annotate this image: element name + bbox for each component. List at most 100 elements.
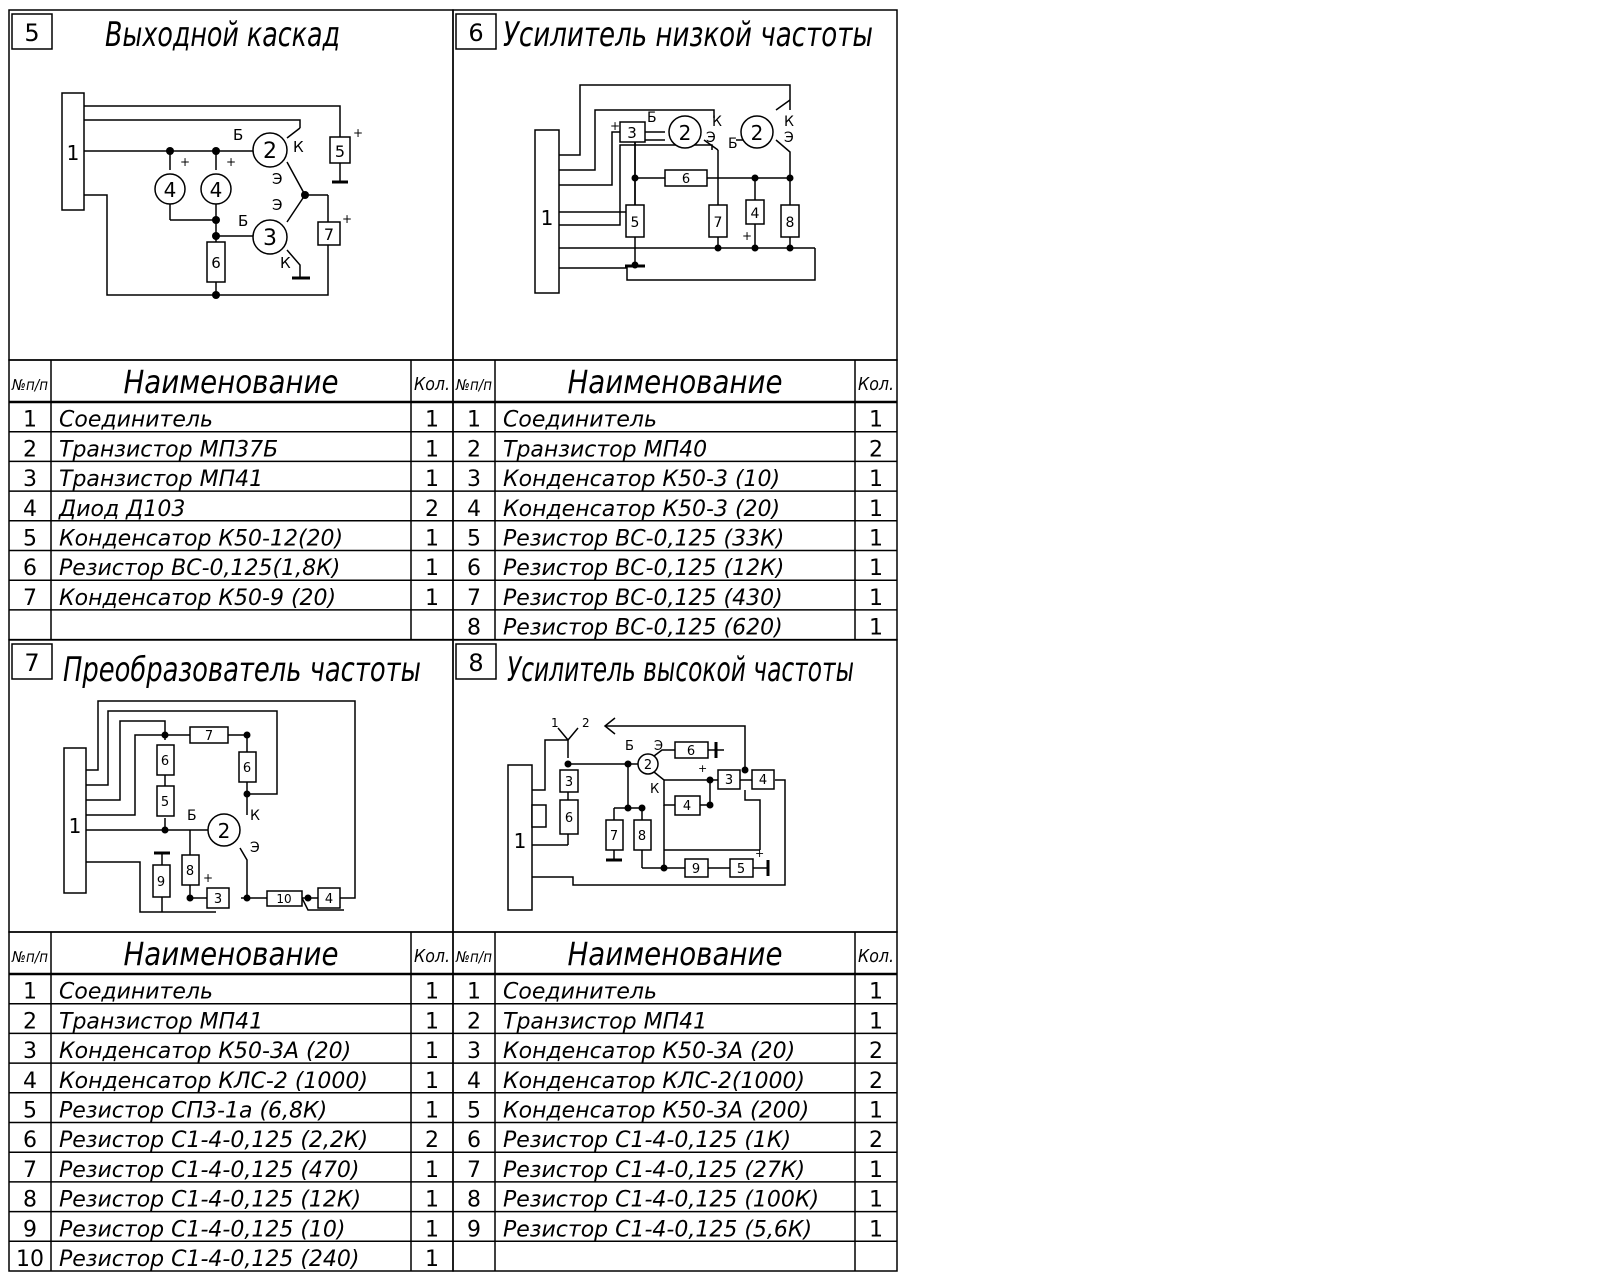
cap-7-label: 7 — [324, 225, 334, 244]
header-name: Наименование — [124, 935, 339, 973]
row-number: 8 — [23, 1188, 37, 1213]
resistor-8-label: 8 — [786, 215, 795, 231]
plus-sign: + — [226, 155, 236, 169]
panel-7-number-box — [11, 643, 53, 680]
resistor-8-label: 8 — [186, 864, 194, 879]
row-name: Резистор С1-4-0,125 (12К) — [59, 1188, 361, 1213]
header-name: Наименование — [568, 935, 783, 973]
panel-8-number: 8 — [468, 649, 483, 677]
row-qty: 1 — [425, 1217, 439, 1242]
row-name: Диод Д103 — [58, 497, 185, 522]
row-qty: 1 — [425, 408, 439, 433]
pin-label: Э — [654, 739, 663, 754]
row-qty: 1 — [425, 1009, 439, 1034]
row-qty: 1 — [869, 408, 883, 433]
pin-label: Б — [728, 136, 738, 152]
row-number: 9 — [23, 1217, 37, 1242]
connector-1-label: 1 — [541, 206, 554, 230]
panel-5-title: Выходной каскад — [105, 15, 340, 55]
panel-6-title: Усилитель низкой частоты — [503, 15, 873, 55]
resistor-6b-label: 6 — [687, 744, 695, 759]
cap-5-label: 5 — [737, 862, 745, 877]
row-name: Резистор С1-4-0,125 (5,6К) — [503, 1217, 812, 1242]
row-name: Резистор ВС-0,125 (620) — [503, 616, 783, 641]
junction-dots — [161, 731, 312, 902]
cap-3b-label: 3 — [725, 773, 733, 788]
row-qty: 1 — [425, 1247, 439, 1272]
row-number: 3 — [467, 467, 481, 492]
resistor-9-label: 9 — [157, 875, 165, 890]
header-num: №п/п — [11, 948, 48, 966]
plus-sign: + — [742, 229, 752, 243]
row-qty: 1 — [869, 1158, 883, 1183]
row-qty: 1 — [425, 527, 439, 552]
row-name: Соединитель — [59, 408, 213, 433]
row-qty: 1 — [425, 1188, 439, 1213]
row-name: Резистор СП3-1а (6,8К) — [59, 1099, 327, 1124]
row-qty: 1 — [425, 980, 439, 1005]
connector-1-label: 1 — [69, 814, 82, 838]
row-name: Транзистор МП40 — [503, 437, 707, 462]
pin-label: К — [293, 138, 304, 156]
row-qty: 1 — [425, 586, 439, 611]
row-name: Резистор С1-4-0,125 (100К) — [503, 1188, 819, 1213]
row-name: Конденсатор К50-12(20) — [59, 527, 343, 552]
header-num: №п/п — [455, 376, 492, 394]
transistor-2b-label: 2 — [751, 121, 764, 145]
cap-5-label: 5 — [335, 142, 345, 161]
row-number: 3 — [467, 1039, 481, 1064]
connector-1 — [507, 764, 533, 911]
resistor-5-label: 5 — [631, 215, 640, 231]
row-name: Резистор С1-4-0,125 (240) — [59, 1247, 360, 1272]
row-name: Резистор ВС-0,125 (430) — [503, 586, 783, 611]
panel-5: 5 Выходной каскад 1 — [8, 9, 454, 361]
connector-1 — [63, 747, 87, 894]
row-number: 5 — [467, 1099, 481, 1124]
row-number: 6 — [467, 556, 481, 581]
header-name: Наименование — [124, 363, 339, 401]
schematic-output-stage: 1 — [61, 92, 363, 299]
pin-label: Б — [238, 212, 248, 230]
row-name: Соединитель — [503, 980, 657, 1005]
row-name: Резистор С1-4-0,125 (27К) — [503, 1158, 805, 1183]
resistor-7-label: 7 — [714, 215, 723, 231]
row-number: 3 — [23, 467, 37, 492]
row-qty: 1 — [869, 586, 883, 611]
row-number: 8 — [467, 1188, 481, 1213]
cap-3-label: 3 — [214, 892, 222, 907]
row-qty: 1 — [869, 1188, 883, 1213]
row-name: Конденсатор КЛС-2(1000) — [503, 1069, 805, 1094]
transistor-2-label: 2 — [218, 819, 231, 843]
junction-dots — [631, 174, 794, 269]
row-number: 2 — [467, 1009, 481, 1034]
header-name: Наименование — [568, 363, 783, 401]
row-qty: 2 — [425, 497, 439, 522]
panel-8-title: Усилитель высокой частоты — [507, 650, 854, 690]
row-qty: 1 — [869, 980, 883, 1005]
row-number: 5 — [467, 527, 481, 552]
row-qty: 2 — [869, 1039, 883, 1064]
pin-label: Э — [250, 840, 260, 856]
row-qty: 1 — [869, 1009, 883, 1034]
row-qty: 1 — [869, 1099, 883, 1124]
row-qty: 1 — [425, 1158, 439, 1183]
row-name: Резистор С1-4-0,125 (10) — [59, 1217, 346, 1242]
row-number: 4 — [23, 1069, 37, 1094]
header-qty: Кол. — [414, 374, 450, 395]
